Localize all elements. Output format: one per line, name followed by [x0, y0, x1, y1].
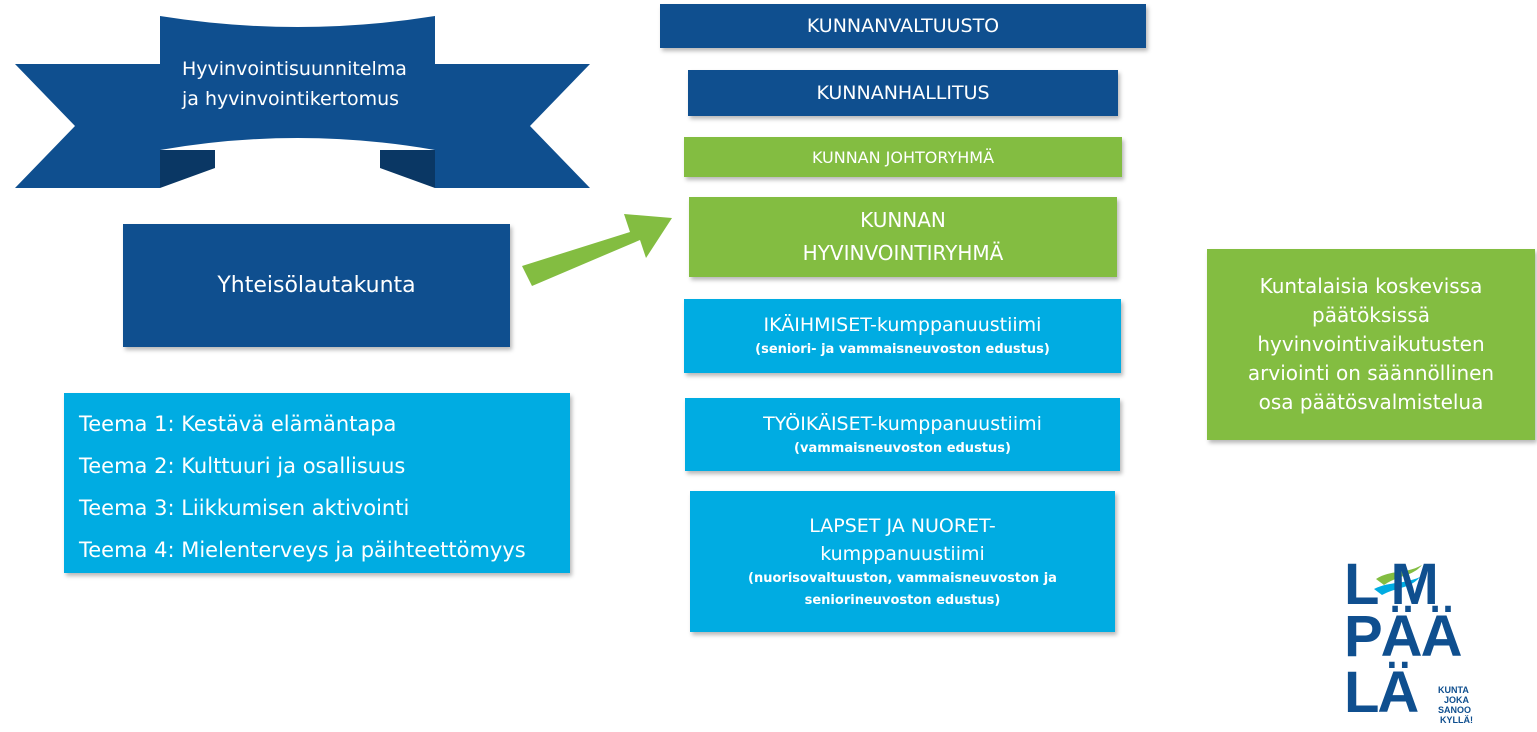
wellbeing-group-box: KUNNAN HYVINVOINTIRYHMÄ: [689, 197, 1117, 277]
management-group-label: KUNNAN JOHTORYHMÄ: [811, 147, 995, 167]
ribbon-right-tail: [435, 64, 590, 188]
theme-item: Teema 1: Kestävä elämäntapa: [79, 412, 397, 436]
wellbeing-group-label-line2: HYVINVOINTIRYHMÄ: [802, 241, 1004, 265]
theme-item: Teema 2: Kulttuuri ja osallisuus: [79, 454, 406, 478]
logo-row3: LÄ: [1344, 660, 1419, 725]
logo-row1: L M: [1344, 552, 1439, 617]
board-of-governors-box: KUNNANHALLITUS: [688, 70, 1118, 116]
logo-tag2: JOKA: [1444, 695, 1470, 705]
logo-row2: PÄÄ: [1344, 604, 1462, 669]
lempaala-logo: L M PÄÄ LÄ KUNTA JOKA SANOO KYLLÄ!: [1340, 545, 1490, 730]
banner-title: Hyvinvointisuunnitelma ja hyvinvointiker…: [150, 54, 450, 114]
wellbeing-group-label-line1: KUNNAN: [860, 208, 946, 232]
ribbon-center: [160, 16, 435, 150]
management-group-box: KUNNAN JOHTORYHMÄ: [684, 137, 1122, 177]
arrow-icon: [514, 196, 674, 314]
elderly-team-subtitle: (seniori- ja vammaisneuvoston edustus): [755, 342, 1050, 357]
youth-team-title-line1: LAPSET JA NUORET-: [809, 514, 996, 537]
note-line: päätöksissä: [1312, 303, 1430, 327]
ribbon-left-fold: [160, 150, 215, 188]
working-age-team-subtitle: (vammaisneuvoston edustus): [794, 440, 1011, 456]
elderly-team-box: IKÄIHMISET-kumppanuustiimi (seniori- ja …: [684, 299, 1121, 373]
youth-team-subtitle-line2: seniorineuvoston edustus): [804, 592, 1001, 608]
theme-item: Teema 3: Liikkumisen aktivointi: [79, 496, 410, 520]
logo-tag3: SANOO: [1438, 705, 1472, 715]
board-box: Yhteisölautakunta: [123, 224, 510, 347]
logo-tag4: KYLLÄ!: [1440, 715, 1473, 725]
note-line: arviointi on säännöllinen: [1247, 361, 1495, 385]
youth-team-box: LAPSET JA NUORET- kumppanuustiimi (nuori…: [690, 491, 1115, 632]
elderly-team-title: IKÄIHMISET-kumppanuustiimi: [763, 314, 1042, 336]
impact-assessment-note: Kuntalaisia koskevissa päätöksissä hyvin…: [1207, 249, 1535, 440]
council-label: KUNNANVALTUUSTO: [806, 15, 1000, 37]
board-of-governors-label: KUNNANHALLITUS: [816, 82, 990, 104]
banner-title-line1: Hyvinvointisuunnitelma: [182, 58, 407, 80]
council-box: KUNNANVALTUUSTO: [660, 4, 1146, 48]
banner-title-line2: ja hyvinvointikertomus: [182, 88, 400, 110]
youth-team-subtitle-line1: (nuorisovaltuuston, vammaisneuvoston ja: [748, 570, 1057, 586]
ribbon-right-fold: [380, 150, 435, 188]
note-line: osa päätösvalmistelua: [1258, 390, 1484, 414]
note-line: Kuntalaisia koskevissa: [1259, 274, 1483, 298]
ribbon-left-tail: [15, 64, 160, 188]
working-age-team-box: TYÖIKÄISET-kumppanuustiimi (vammaisneuvo…: [685, 398, 1120, 471]
logo-wave-icon: [1374, 565, 1422, 595]
note-line: hyvinvointivaikutusten: [1257, 332, 1485, 356]
ribbon-banner: Hyvinvointisuunnitelma ja hyvinvointiker…: [0, 0, 600, 200]
theme-item: Teema 4: Mielenterveys ja päihteettömyys: [79, 538, 526, 562]
working-age-team-title: TYÖIKÄISET-kumppanuustiimi: [763, 412, 1042, 435]
ribbon-banner-shape: [15, 16, 590, 188]
youth-team-title-line2: kumppanuustiimi: [820, 542, 985, 565]
board-label: Yhteisölautakunta: [217, 273, 416, 298]
logo-tag1: KUNTA: [1438, 685, 1469, 695]
themes-box: Teema 1: Kestävä elämäntapa Teema 2: Kul…: [64, 393, 570, 573]
